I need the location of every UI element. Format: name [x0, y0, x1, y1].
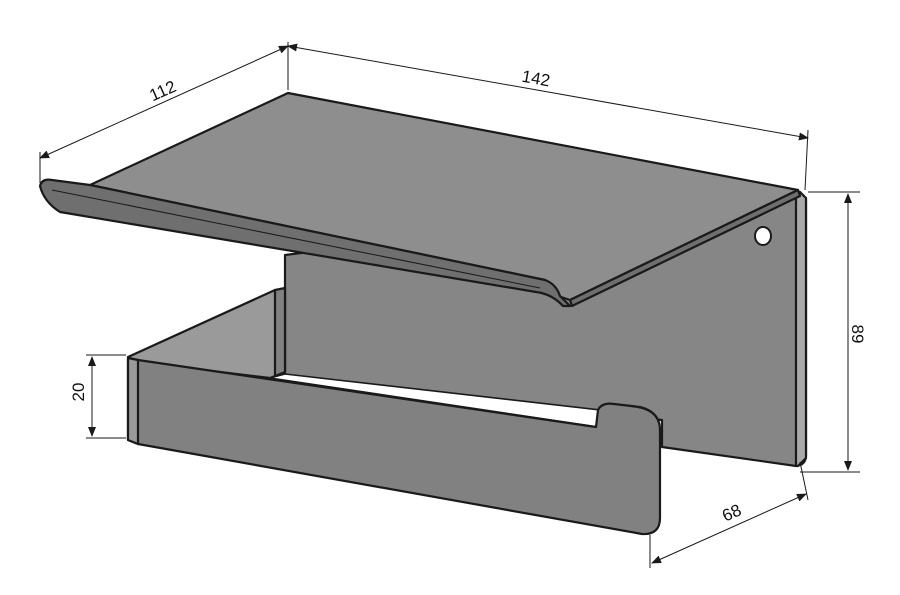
dimension-lines	[39, 42, 860, 568]
dim-line-depth	[39, 45, 289, 159]
back-plate-edge	[794, 190, 808, 468]
dim-label-width: 142	[520, 67, 551, 91]
roll-bar	[126, 286, 662, 536]
shelf-lip-crease	[51, 189, 541, 289]
shelf-right-edge	[568, 188, 802, 308]
shelf-front-lip	[38, 178, 572, 308]
dim-label-bar-depth: 68	[719, 500, 744, 525]
dim-label-height: 89	[848, 325, 867, 344]
dim-label-depth: 112	[147, 77, 179, 105]
dim-line-width	[287, 43, 809, 141]
dim-line-bar-depth	[651, 493, 807, 564]
dim-label-bar-height: 20	[69, 383, 88, 402]
roll-bar-left-end	[126, 356, 140, 446]
extension-line	[799, 461, 809, 501]
mounting-hole	[754, 226, 772, 246]
extension-line	[804, 129, 809, 191]
roll-bar-front-face	[126, 356, 662, 536]
roll-bar-wall-return	[273, 286, 287, 378]
roll-bar-end-curl	[597, 403, 661, 429]
